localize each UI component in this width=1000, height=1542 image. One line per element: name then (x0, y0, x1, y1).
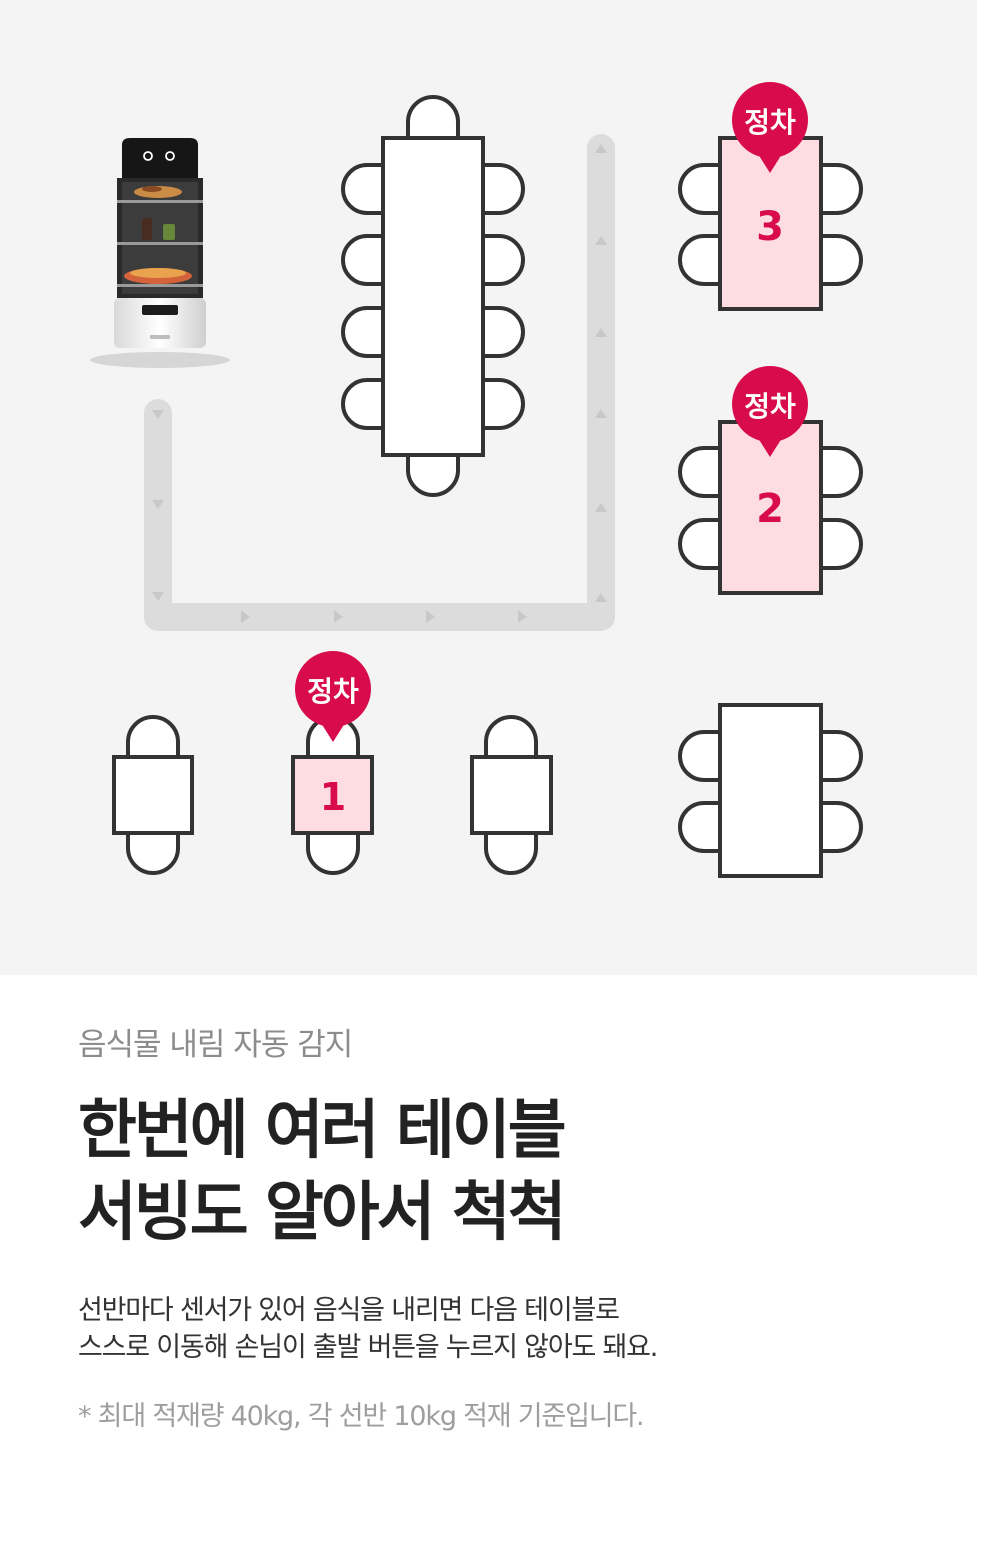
table-large (341, 95, 525, 497)
stop-pin-table-3: 정차 (732, 82, 808, 173)
table-small-left (112, 715, 194, 875)
stop-label: 정차 (744, 106, 796, 139)
stop-label: 정차 (744, 390, 796, 423)
feature-headline: 한번에 여러 테이블 서빙도 알아서 척척 (78, 1090, 958, 1254)
serving-robot-icon (90, 138, 230, 368)
feature-body: 선반마다 센서가 있어 음식을 내리면 다음 테이블로 스스로 이동해 손님이 … (78, 1292, 958, 1366)
table-number-1: 1 (320, 775, 346, 819)
body-line-1: 선반마다 센서가 있어 음식을 내리면 다음 테이블로 (78, 1295, 620, 1326)
table-number-2: 2 (756, 486, 784, 532)
stop-pin-table-1: 정차 (295, 651, 371, 742)
headline-line-2: 서빙도 알아서 척척 (78, 1176, 567, 1250)
table-4 (678, 703, 863, 878)
table-small-right (470, 715, 553, 875)
feature-description: 음식물 내림 자동 감지 한번에 여러 테이블 서빙도 알아서 척척 선반마다 … (78, 1022, 958, 1436)
stop-pin-table-2: 정차 (732, 366, 808, 457)
table-number-3: 3 (756, 204, 784, 250)
floor-plan-svg: 3 2 (90, 82, 863, 878)
robot-route-path (144, 134, 615, 631)
body-line-2: 스스로 이동해 손님이 출발 버튼을 누르지 않아도 돼요. (78, 1332, 658, 1363)
feature-eyebrow: 음식물 내림 자동 감지 (78, 1027, 353, 1063)
feature-footnote: * 최대 적재량 40kg, 각 선반 10kg 적재 기준입니다. (78, 1401, 645, 1432)
headline-line-1: 한번에 여러 테이블 (78, 1094, 567, 1168)
stop-label: 정차 (307, 675, 359, 708)
restaurant-floor-diagram: 3 2 (0, 0, 977, 975)
route-arrows (152, 144, 607, 623)
